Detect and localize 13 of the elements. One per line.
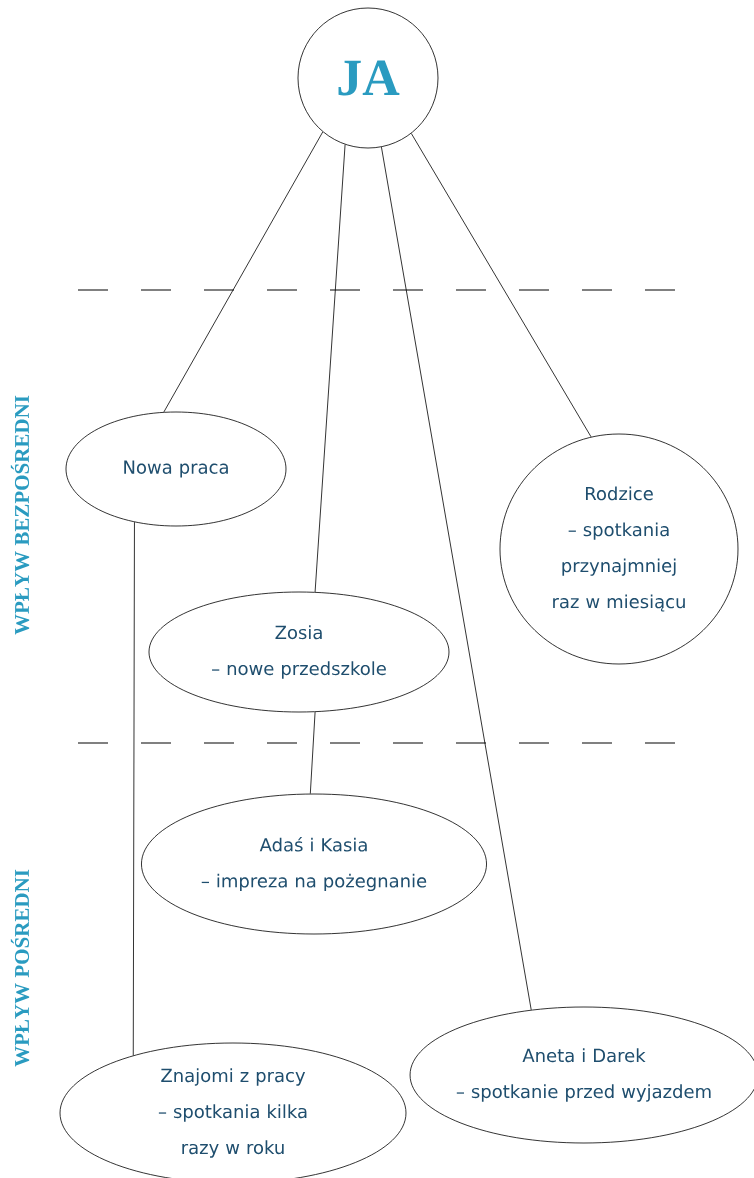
ellipse-node: Rodzice – spotkania przynajmniej raz w miesiącu <box>499 433 739 665</box>
side-label: WPŁYW BEZPOŚREDNI <box>10 395 30 635</box>
ellipse-node: Adaś i Kasia – impreza na pożegnanie <box>141 793 487 935</box>
circle-node: JA <box>297 7 439 149</box>
connector-line <box>314 144 346 593</box>
connector-line <box>309 711 316 795</box>
connector-line <box>163 131 324 413</box>
ellipse-node: Nowa praca <box>65 411 287 527</box>
connector-line <box>381 146 532 1011</box>
side-label: WPŁYW POŚREDNI <box>10 869 30 1067</box>
connector-line <box>132 521 135 1056</box>
connector-line <box>410 133 592 438</box>
ellipse-node: Zosia – nowe przedszkole <box>148 591 450 713</box>
